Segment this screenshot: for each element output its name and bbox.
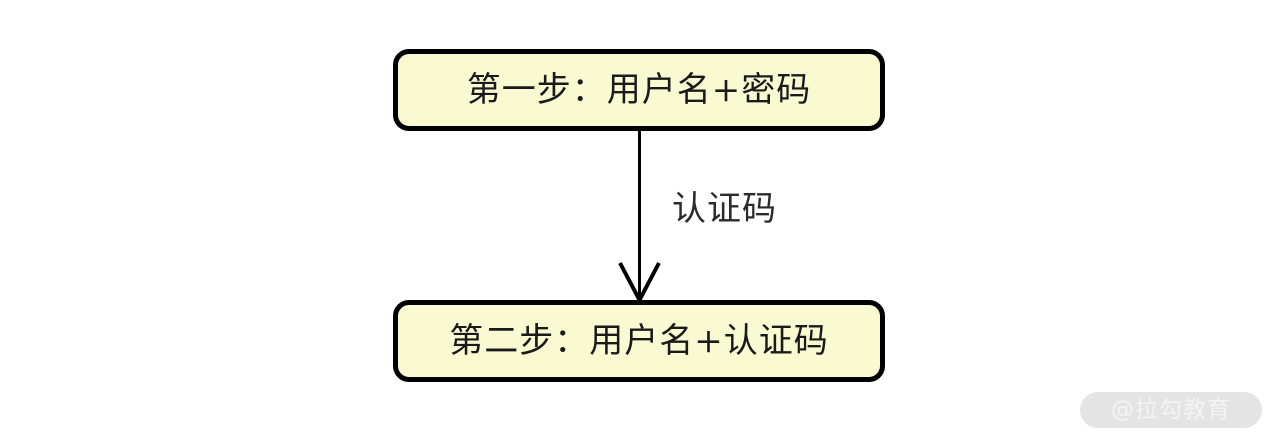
flow-node-step-2: 第二步：用户名+认证码 [393,300,885,382]
edge-arrowhead-icon [618,262,661,305]
flow-node-step-1: 第一步：用户名+密码 [393,49,885,131]
flow-node-step-2-label: 第二步：用户名+认证码 [449,321,829,361]
watermark-text: @拉勾教育 [1111,396,1231,423]
flow-edge-label: 认证码 [672,189,777,229]
watermark-badge: @拉勾教育 [1080,392,1262,428]
flow-node-step-1-label: 第一步：用户名+密码 [466,70,812,110]
